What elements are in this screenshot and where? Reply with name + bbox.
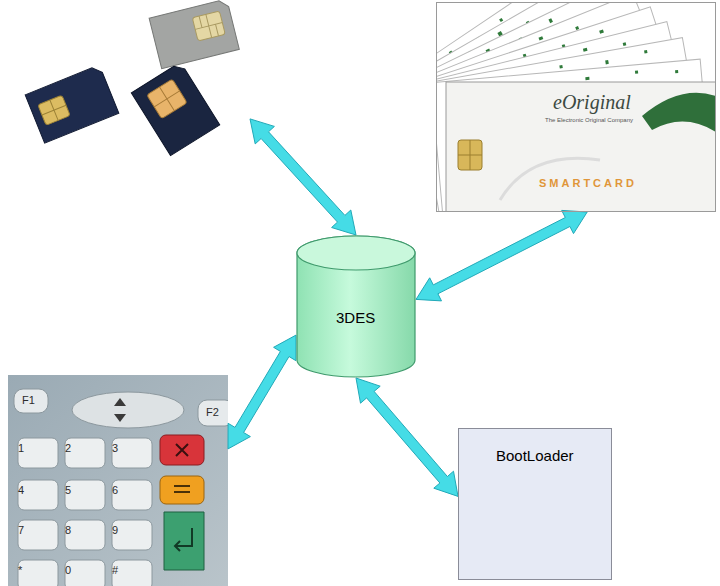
node-label: BootLoader bbox=[496, 447, 574, 464]
key-label: 8 bbox=[65, 524, 71, 536]
cipher-cylinder: 3DES bbox=[296, 235, 416, 378]
down-arrow-symbol bbox=[114, 414, 126, 422]
card-chip bbox=[458, 140, 482, 170]
clear-key bbox=[160, 476, 204, 504]
enter-key bbox=[164, 512, 204, 570]
double-arrow bbox=[228, 335, 296, 449]
key-label: 5 bbox=[65, 484, 71, 496]
key-label: # bbox=[112, 564, 118, 576]
double-arrow bbox=[356, 378, 458, 496]
function-key bbox=[14, 389, 48, 413]
chip-lines bbox=[147, 79, 187, 119]
keypad-photo bbox=[8, 375, 228, 586]
key-label: 9 bbox=[112, 524, 118, 536]
key-label: 1 bbox=[18, 442, 24, 454]
smartcard-picture: eOriginalThe Electronic Original Company… bbox=[436, 2, 716, 212]
front-card bbox=[446, 82, 715, 211]
double-arrow bbox=[250, 119, 356, 235]
node-label: 3DES bbox=[336, 309, 375, 326]
sim-body bbox=[25, 65, 119, 143]
keypad-picture: F1F2 1 2 3 4 5 6 7 8 9 * 0 # bbox=[8, 375, 228, 586]
clear-symbol bbox=[174, 486, 190, 492]
function-key bbox=[198, 400, 228, 426]
key-label: F2 bbox=[206, 406, 219, 418]
sim-card-blue bbox=[131, 62, 219, 155]
cancel-key bbox=[160, 435, 204, 465]
smartcard-fan bbox=[437, 3, 715, 211]
sim-body bbox=[149, 0, 239, 69]
sim-chip bbox=[192, 11, 225, 41]
sim-body bbox=[131, 62, 219, 155]
sim-chip bbox=[147, 79, 187, 119]
chip-lines bbox=[192, 11, 225, 41]
up-arrow-symbol bbox=[114, 398, 126, 406]
key-label: 0 bbox=[65, 564, 71, 576]
keypad-housing bbox=[8, 375, 228, 586]
sim-chip bbox=[38, 95, 70, 125]
brand-name: eOriginal bbox=[553, 91, 631, 114]
sim-cards-picture bbox=[25, 0, 250, 145]
key-label: * bbox=[18, 564, 22, 576]
logo-swoosh bbox=[642, 93, 715, 132]
cylinder-outline bbox=[296, 235, 416, 378]
sim-card-blue bbox=[25, 65, 119, 143]
number-keys bbox=[18, 438, 152, 586]
key-label: 3 bbox=[112, 442, 118, 454]
double-arrow bbox=[416, 210, 587, 301]
chip-lines bbox=[458, 140, 482, 170]
brand-slogan: The Electronic Original Company bbox=[545, 117, 633, 123]
key-label: 4 bbox=[18, 484, 24, 496]
navigation-key bbox=[72, 392, 184, 428]
key-label: 7 bbox=[18, 524, 24, 536]
chip-lines bbox=[38, 95, 70, 125]
enter-symbol bbox=[175, 528, 192, 551]
key-label: 2 bbox=[65, 442, 71, 454]
card-label: SMARTCARD bbox=[539, 177, 637, 189]
process-box: BootLoader bbox=[458, 428, 612, 580]
cancel-symbol bbox=[176, 444, 188, 456]
key-label: F1 bbox=[22, 394, 35, 406]
sim-card-grey bbox=[149, 0, 239, 69]
key-label: 6 bbox=[112, 484, 118, 496]
